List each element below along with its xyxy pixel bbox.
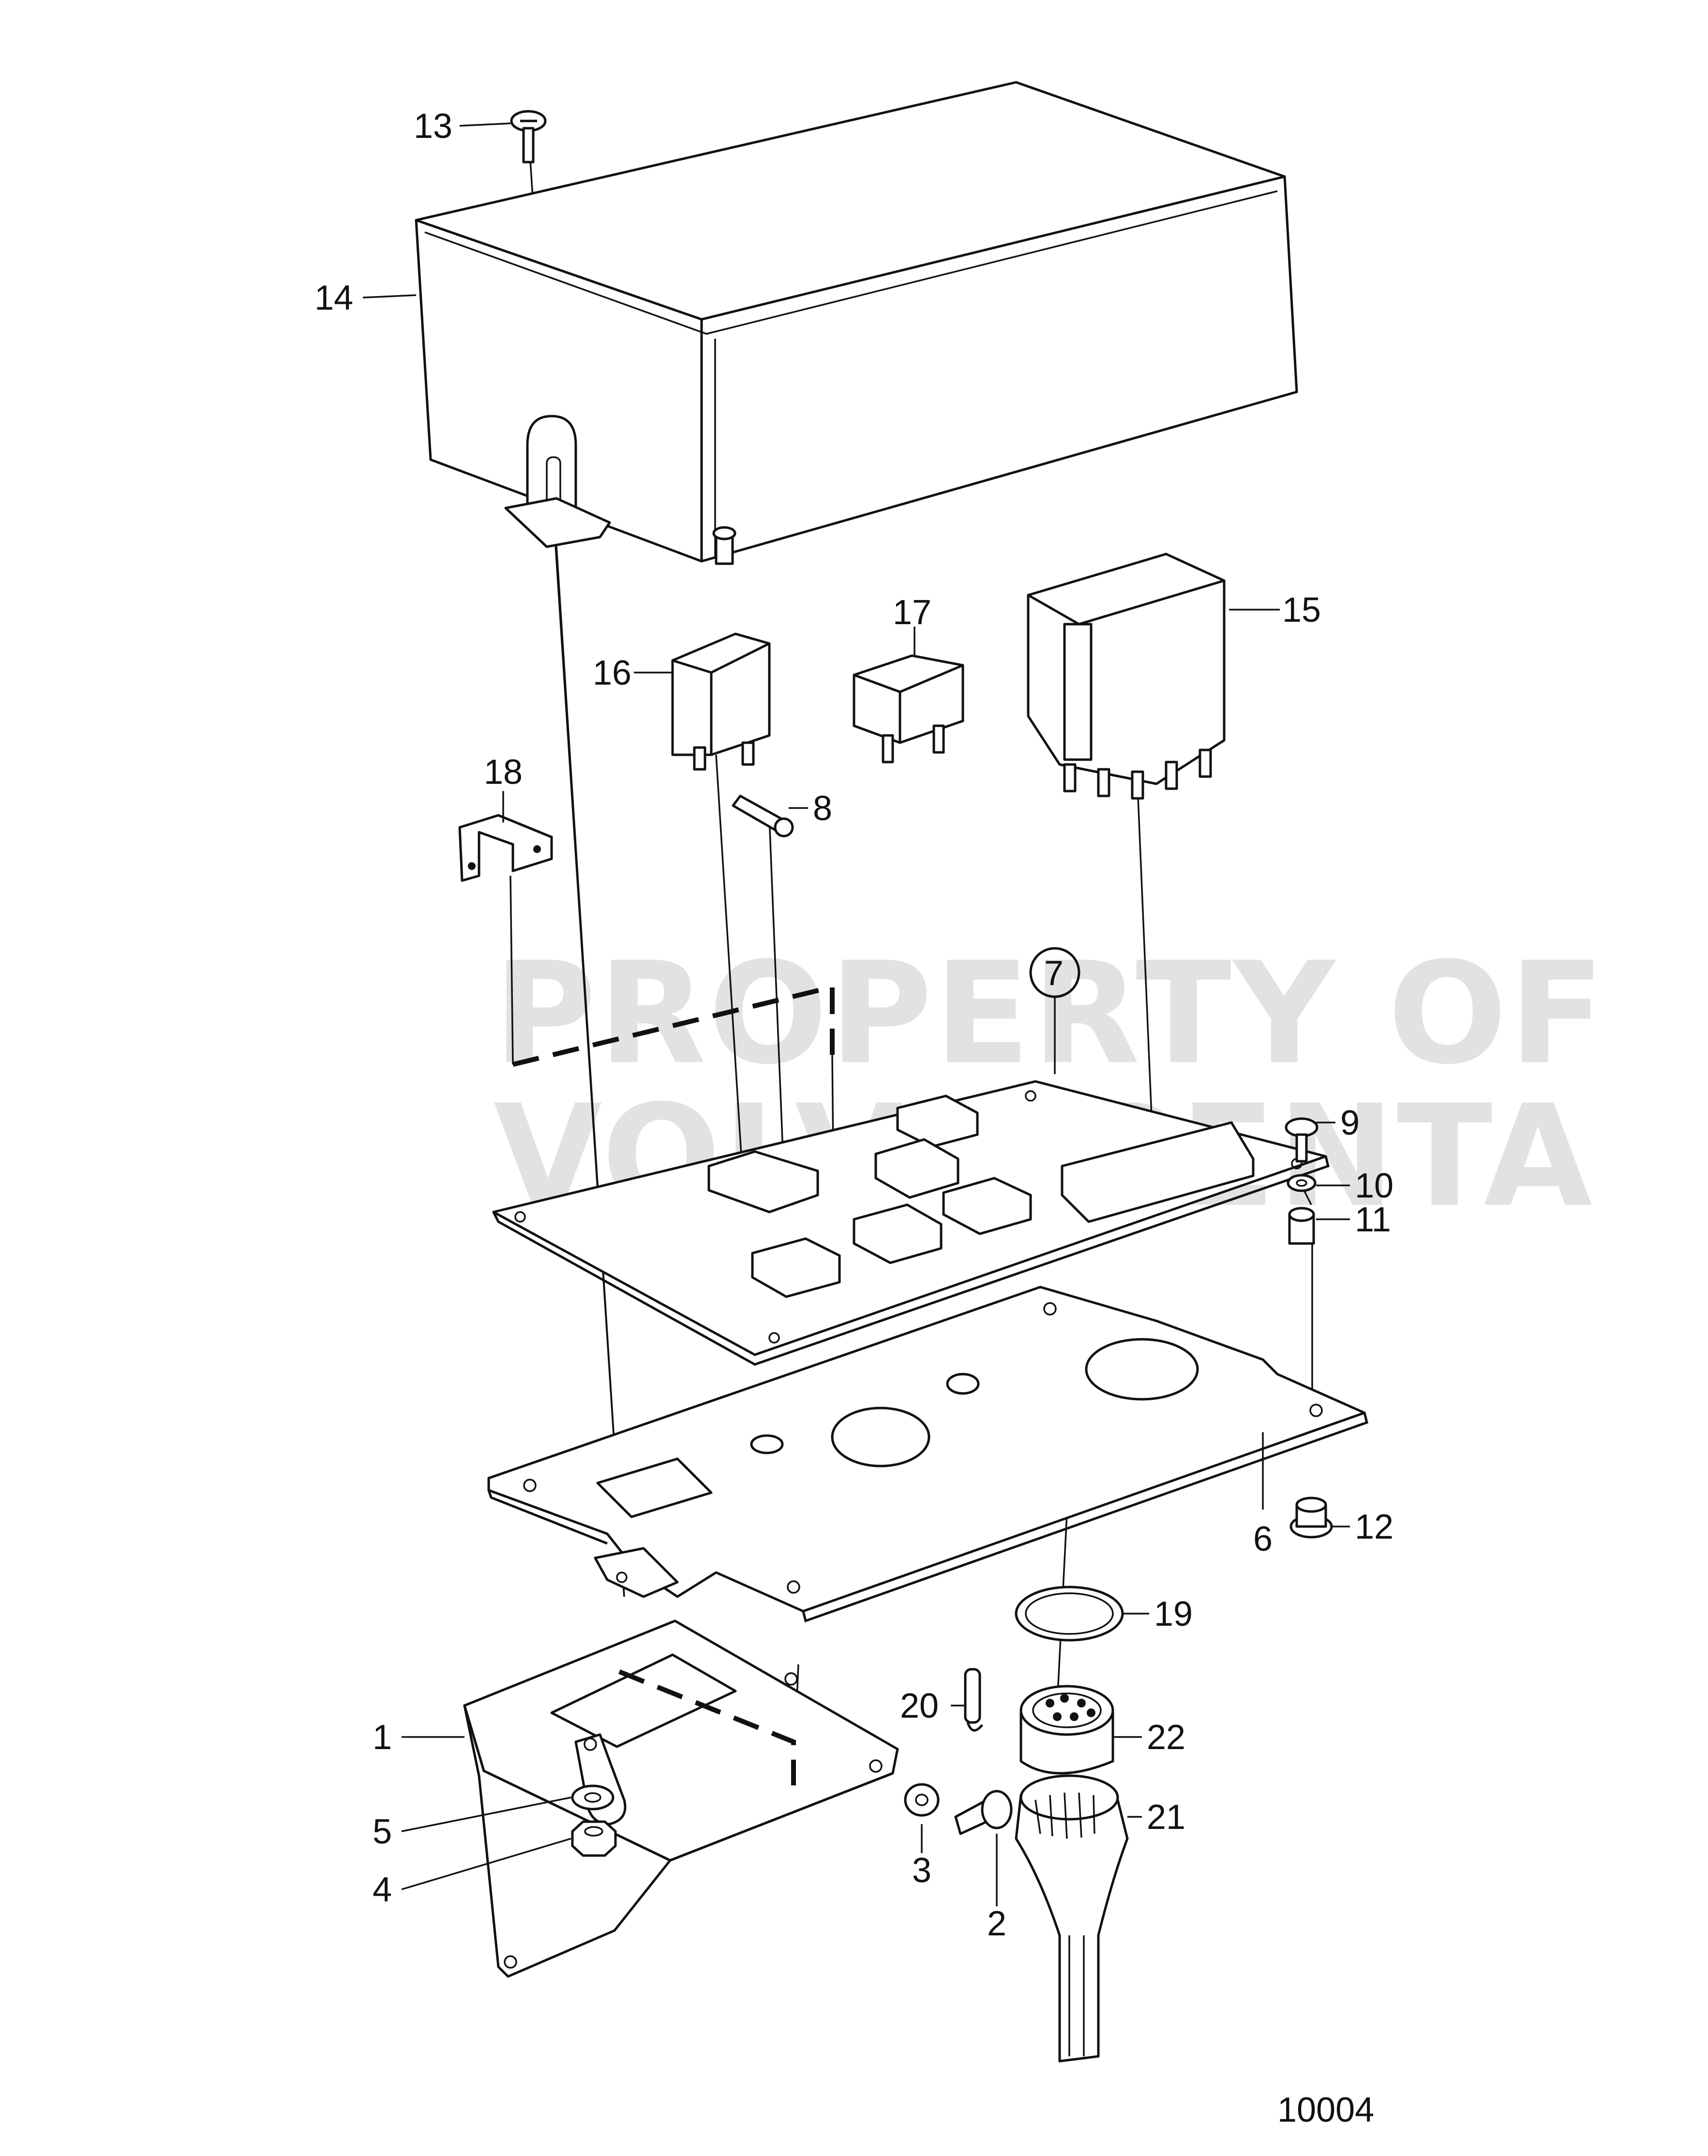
callout-20: 20 <box>900 1687 939 1725</box>
callout-18: 18 <box>484 753 523 792</box>
screw-2 <box>954 1790 1013 1835</box>
callout-labels: 13 14 15 17 16 18 8 7 9 10 11 12 6 19 20… <box>315 107 1393 1943</box>
leader-lines <box>362 122 1350 1906</box>
mounting-bracket-part <box>463 1619 899 1978</box>
nut-4 <box>571 1820 617 1857</box>
callout-22: 22 <box>1147 1718 1185 1757</box>
callout-17: 17 <box>893 593 931 632</box>
callout-12: 12 <box>1355 1508 1393 1546</box>
screw-13 <box>510 110 547 164</box>
callout-7: 7 <box>1044 954 1064 993</box>
socket-group <box>707 1094 1255 1298</box>
callout-2: 2 <box>987 1904 1006 1943</box>
callout-10: 10 <box>1355 1167 1393 1205</box>
pin-20 <box>964 1668 983 1732</box>
connector-22 <box>1019 1685 1114 1775</box>
callout-8: 8 <box>813 789 832 828</box>
washer-3 <box>904 1783 940 1817</box>
callout-9: 9 <box>1340 1104 1360 1142</box>
washer-10 <box>1287 1174 1317 1192</box>
callout-21: 21 <box>1147 1798 1185 1837</box>
screw-9 <box>1285 1117 1318 1163</box>
callout-6: 6 <box>1253 1520 1273 1558</box>
connector-clip-part <box>458 814 553 882</box>
callout-3: 3 <box>912 1851 931 1890</box>
callout-19: 19 <box>1154 1595 1193 1633</box>
callout-5: 5 <box>373 1812 392 1851</box>
callout-14: 14 <box>315 279 353 317</box>
cable-sleeve-21 <box>1015 1774 1129 2063</box>
callout-16: 16 <box>593 654 631 692</box>
base-plate-part <box>487 1286 1368 1623</box>
callout-15: 15 <box>1282 591 1321 629</box>
spacer-11 <box>1288 1207 1315 1245</box>
grommet-12 <box>1289 1497 1333 1539</box>
relay-part <box>853 654 964 764</box>
fuse-part <box>732 794 794 838</box>
callout-11: 11 <box>1355 1200 1391 1239</box>
relay-block-part <box>1027 553 1226 800</box>
callout-1: 1 <box>373 1718 392 1757</box>
cover-part <box>415 81 1298 563</box>
o-ring-19 <box>1015 1586 1124 1642</box>
callout-7-circle <box>1029 947 1080 998</box>
callout-13: 13 <box>414 107 452 146</box>
dashed-connector-line <box>512 984 835 1067</box>
circuit-board-part <box>492 1080 1330 1366</box>
callout-4: 4 <box>373 1871 392 1909</box>
washer-5 <box>571 1784 614 1811</box>
circuit-breaker-part <box>671 526 771 771</box>
watermark-line-1: PROPERTY OF <box>494 932 1607 1095</box>
drawing-number: 10004 <box>1277 2091 1374 2129</box>
